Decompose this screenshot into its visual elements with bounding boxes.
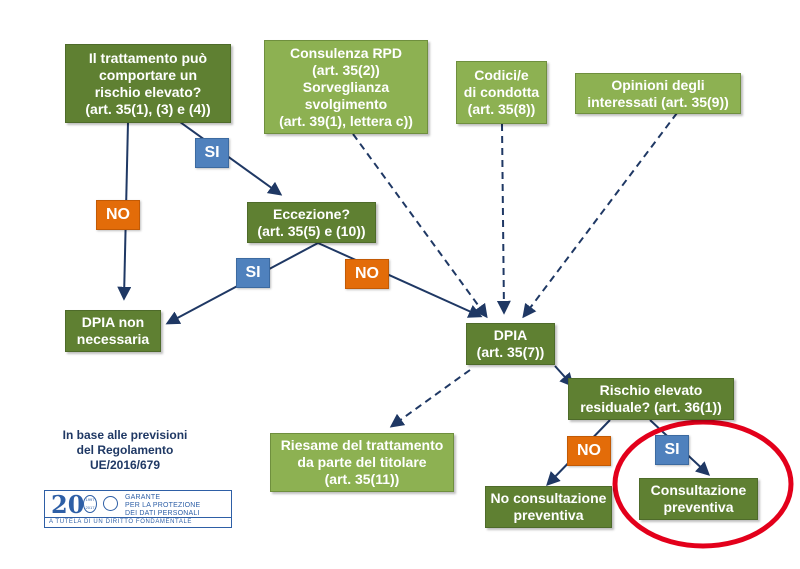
- tag-no-rischio: NO: [96, 200, 140, 230]
- emblem-icon: [103, 496, 118, 511]
- box-riesame: Riesame del trattamento da parte del tit…: [270, 433, 454, 492]
- box-dpia: DPIA (art. 35(7)): [466, 323, 555, 365]
- arrow-rpd-to-dpia: [352, 133, 488, 319]
- logo-anniversary-number: 20: [51, 490, 85, 519]
- arrow-rischio-to-eccezione: [179, 121, 283, 196]
- box-no-consultazione: No consultazione preventiva: [485, 486, 612, 528]
- garante-logo: 20 1997 2017 GARANTE PER LA PROTEZIONE D…: [44, 490, 232, 528]
- tag-no-residuale: NO: [567, 436, 611, 466]
- tag-si-eccezione: SI: [236, 258, 270, 288]
- arrow-dpia-to-riesame: [389, 369, 471, 428]
- logo-motto: A TUTELA DI UN DIRITTO FONDAMENTALE: [45, 517, 231, 527]
- box-consultazione-preventiva: Consultazione preventiva: [639, 478, 758, 520]
- arrow-codici-to-dpia: [496, 123, 511, 315]
- box-eccezione: Eccezione? (art. 35(5) e (10)): [247, 202, 376, 243]
- arrow-eccezione-to-dpia: [317, 242, 483, 318]
- logo-name: GARANTE PER LA PROTEZIONE DEI DATI PERSO…: [125, 494, 201, 517]
- box-opinioni-interessati: Opinioni degli interessati (art. 35(9)): [575, 73, 741, 114]
- highlight-circle: [612, 419, 794, 549]
- tag-si-rischio: SI: [195, 138, 229, 168]
- box-consulenza-rpd: Consulenza RPD (art. 35(2)) Sorveglianza…: [264, 40, 428, 134]
- tag-si-residuale: SI: [655, 435, 689, 465]
- box-rischio-elevato: Il trattamento può comportare un rischio…: [65, 44, 231, 123]
- logo-years-badge: 1997 2017: [83, 495, 97, 513]
- box-dpia-non-necessaria: DPIA non necessaria: [65, 310, 161, 352]
- box-codici-condotta: Codici/e di condotta (art. 35(8)): [456, 61, 547, 124]
- tag-no-eccezione: NO: [345, 259, 389, 289]
- box-rischio-residuale: Rischio elevato residuale? (art. 36(1)): [568, 378, 734, 420]
- arrow-opinioni-to-dpia: [522, 112, 678, 319]
- regulation-note: In base alle previsioni del Regolamento …: [62, 428, 188, 472]
